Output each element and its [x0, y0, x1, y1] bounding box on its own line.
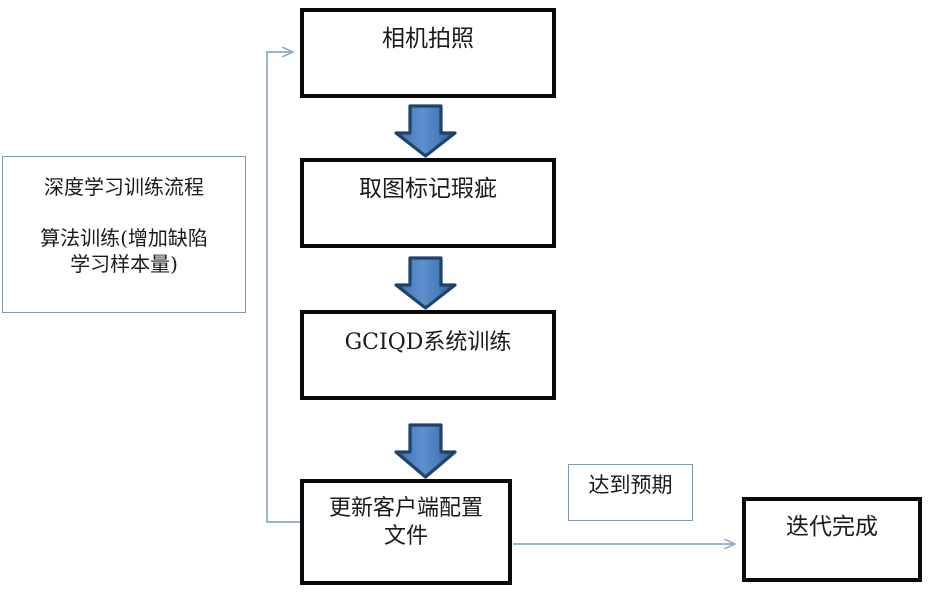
arrow-mark-to-train	[394, 256, 457, 310]
terminal-node-iteration-complete: 迭代完成	[742, 497, 922, 582]
process-node-camera-capture-label: 相机拍照	[382, 26, 474, 52]
note-box-training-process: 深度学习训练流程 算法训练(增加缺陷 学习样本量)	[2, 156, 246, 313]
arrow-train-to-update	[394, 423, 457, 479]
process-node-gciqd-system-training-label: GCIQD系统训练	[344, 330, 512, 355]
edge-label-box-meets-expectation: 达到预期	[568, 464, 693, 521]
process-node-update-client-config: 更新客户端配置 文件	[300, 479, 512, 585]
arrow-capture-to-mark	[394, 104, 457, 158]
process-node-mark-defects-label: 取图标记瑕疵	[359, 176, 497, 202]
edge-label-box-meets-expectation-label: 达到预期	[588, 473, 673, 497]
terminal-node-iteration-complete-label: 迭代完成	[786, 514, 878, 540]
process-node-gciqd-system-training: GCIQD系统训练	[300, 310, 556, 400]
process-node-mark-defects: 取图标记瑕疵	[300, 158, 556, 248]
process-node-camera-capture: 相机拍照	[300, 8, 556, 98]
process-node-update-client-config-label: 更新客户端配置 文件	[328, 496, 483, 550]
arrow-update-to-capture-feedback	[266, 52, 300, 523]
note-box-label: 深度学习训练流程 算法训练(增加缺陷 学习样本量)	[40, 175, 208, 276]
